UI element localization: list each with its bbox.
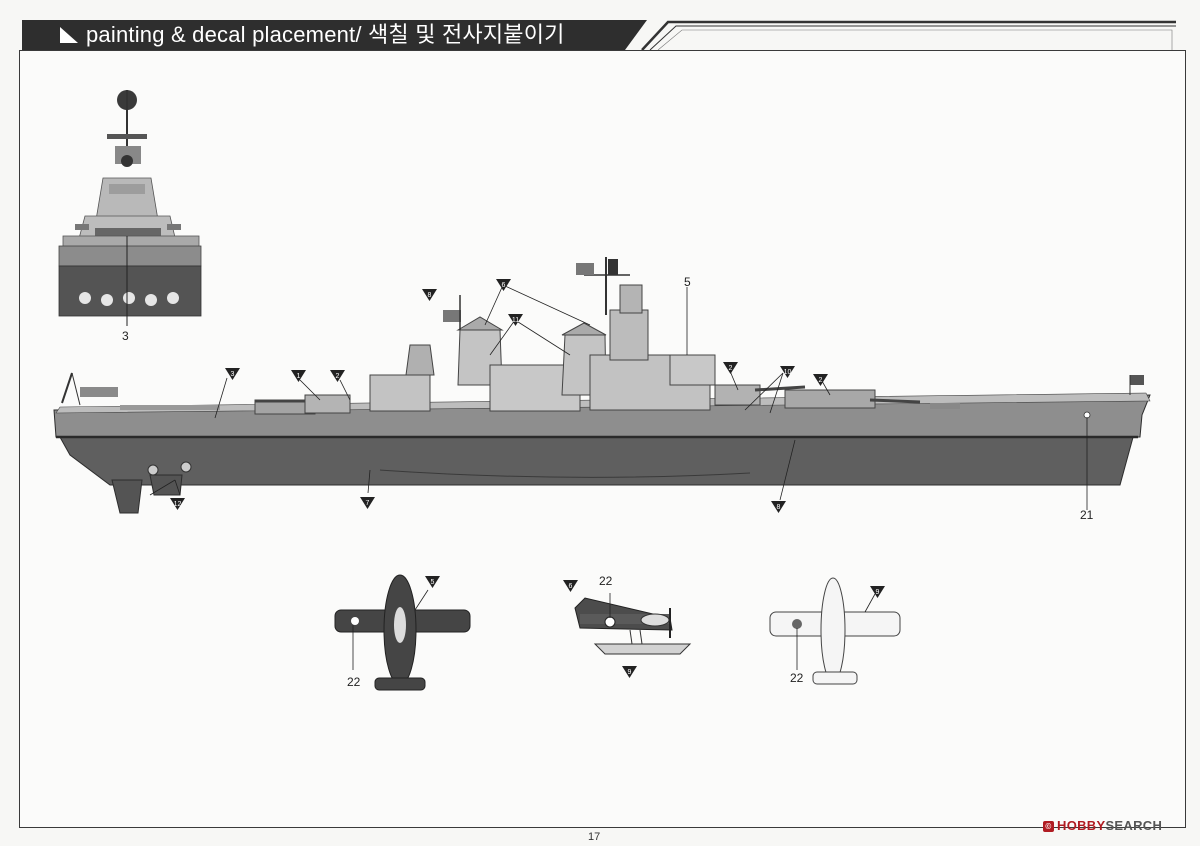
header-triangle-icon: [60, 27, 78, 43]
decal-label-5: 5: [684, 275, 691, 289]
marker-icon: [170, 279, 828, 513]
svg-text:8: 8: [777, 504, 781, 511]
svg-text:3: 3: [122, 329, 129, 343]
ship-front-view: [58, 90, 202, 326]
svg-text:2: 2: [336, 373, 340, 380]
aircraft-white-decal-label: 22: [790, 671, 804, 685]
aircraft-seaplane-decal-label: 22: [599, 574, 613, 588]
ship-side-profile: [53, 257, 1151, 514]
svg-text:11: 11: [512, 317, 519, 324]
svg-text:8: 8: [428, 292, 432, 299]
decal-label-21: 21: [1080, 508, 1094, 522]
svg-text:1: 1: [297, 373, 301, 380]
page-title: painting & decal placement/ 색칠 및 전사지붙이기: [86, 22, 565, 47]
header-bar: [22, 20, 647, 50]
svg-text:9: 9: [876, 589, 880, 596]
svg-text:7: 7: [366, 500, 370, 507]
page-number: 17: [588, 831, 601, 843]
svg-text:10: 10: [784, 369, 792, 376]
svg-text:2: 2: [819, 377, 823, 384]
svg-text:2: 2: [729, 365, 733, 372]
aircraft-fighter: 5: [334, 574, 471, 691]
svg-text:9: 9: [628, 669, 632, 676]
svg-text:6: 6: [569, 583, 573, 590]
svg-text:3: 3: [231, 371, 235, 378]
svg-text:5: 5: [431, 579, 435, 586]
aircraft-seaplane: 6 9: [563, 580, 692, 678]
aircraft-fighter-decal-label: 22: [347, 675, 361, 689]
watermark-mark-icon: ©: [1043, 821, 1054, 833]
callout-3-front: 3: [122, 329, 129, 343]
watermark: ©HOBBYSEARCH: [1043, 818, 1162, 833]
svg-text:6: 6: [502, 282, 506, 289]
svg-text:12: 12: [174, 501, 182, 508]
header-stripe: [641, 20, 1176, 51]
aircraft-white: 9: [769, 577, 901, 685]
